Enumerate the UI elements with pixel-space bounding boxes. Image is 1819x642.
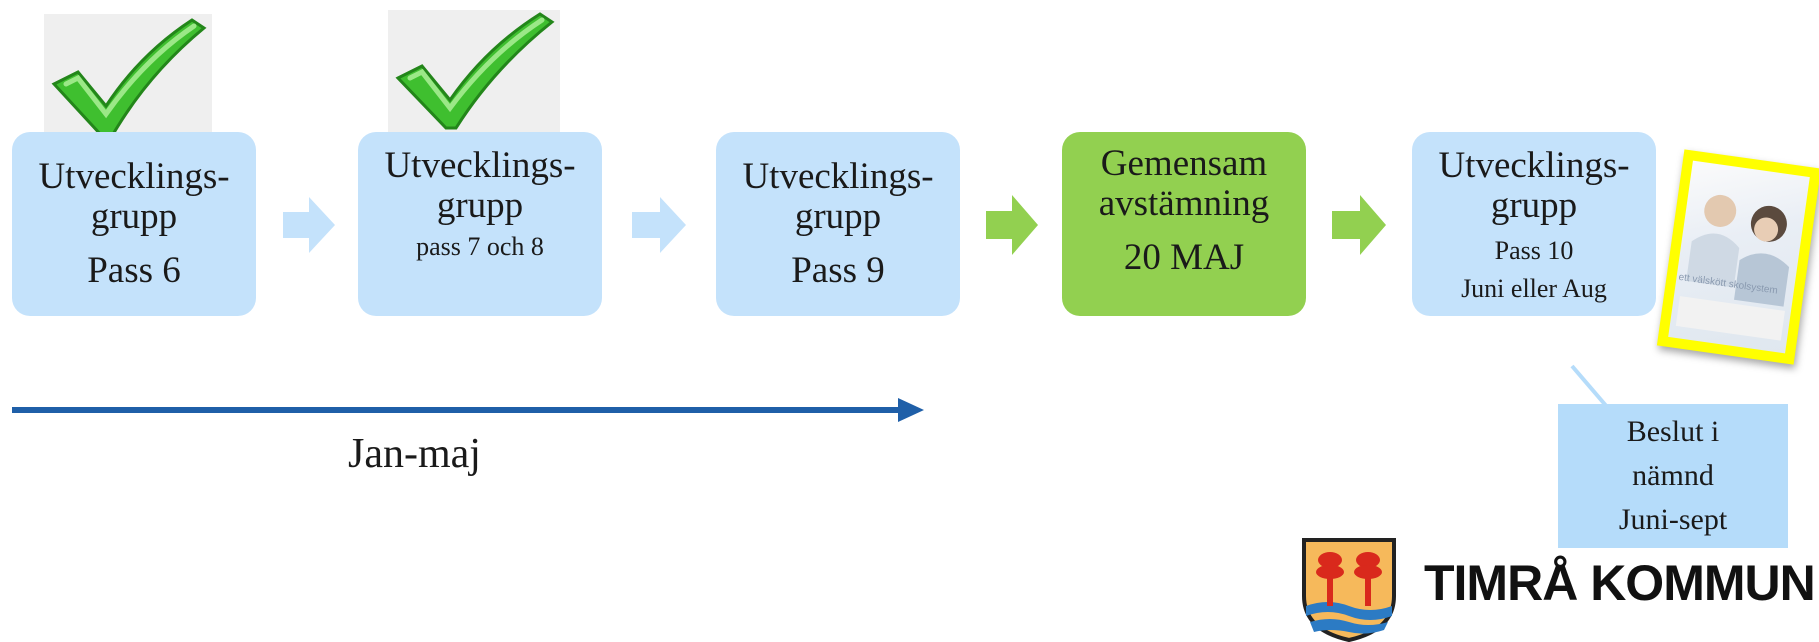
step-1-title: Utvecklings-: [38, 156, 230, 197]
step-4-title: Gemensam: [1100, 143, 1268, 184]
step-3-sub: Pass 9: [791, 250, 885, 291]
step-2-sub: pass 7 och 8: [416, 232, 544, 261]
flow-arrow-2: [632, 197, 686, 253]
green-checkmark-icon: [395, 12, 555, 130]
decision-note-line-3: Juni-sept: [1618, 503, 1728, 536]
document-photo-icon: [1675, 194, 1790, 341]
step-5-title-2: grupp: [1490, 185, 1578, 226]
decision-note-line-2: nämnd: [1632, 459, 1714, 492]
step-5-title: Utvecklings-: [1438, 145, 1630, 186]
step-box-1: Utvecklings- grupp Pass 6: [12, 132, 256, 316]
timra-coat-of-arms-icon: [1302, 538, 1396, 642]
step-3-title-2: grupp: [794, 196, 882, 237]
step-3-title: Utvecklings-: [742, 156, 934, 197]
timeline-arrow: [12, 398, 924, 422]
green-checkmark-icon: [51, 18, 207, 138]
document-cover: ett välskött skolsystem: [1668, 160, 1810, 354]
step-4-title-2: avstämning: [1098, 183, 1270, 224]
flow-arrow-1: [283, 197, 335, 253]
timeline-label: Jan-maj: [348, 431, 481, 477]
brand-name: TIMRÅ KOMMUN: [1424, 555, 1816, 611]
flow-arrow-3: [986, 195, 1038, 255]
step-1-check-icon-frame: [44, 14, 212, 140]
step-2-check-icon-frame: [388, 10, 560, 132]
step-2-title: Utvecklings-: [384, 145, 576, 186]
step-box-3: Utvecklings- grupp Pass 9: [716, 132, 960, 316]
note-connector-line: [1570, 364, 1610, 410]
document-thumbnail: ett välskött skolsystem: [1656, 149, 1819, 365]
step-box-2: Utvecklings- grupp pass 7 och 8: [358, 132, 602, 316]
step-1-sub: Pass 6: [87, 250, 181, 291]
step-box-4: Gemensam avstämning 20 MAJ: [1062, 132, 1306, 316]
decision-note: Beslut i nämnd Juni-sept: [1558, 404, 1788, 548]
step-1-title-2: grupp: [90, 196, 178, 237]
step-box-5: Utvecklings- grupp Pass 10 Juni eller Au…: [1412, 132, 1656, 316]
step-2-title-2: grupp: [436, 185, 524, 226]
step-4-sub: 20 MAJ: [1123, 237, 1245, 278]
step-5-sub-2: Juni eller Aug: [1461, 274, 1607, 303]
decision-note-line-1: Beslut i: [1626, 415, 1720, 448]
flow-arrow-4: [1332, 195, 1386, 255]
step-5-sub: Pass 10: [1494, 236, 1574, 265]
